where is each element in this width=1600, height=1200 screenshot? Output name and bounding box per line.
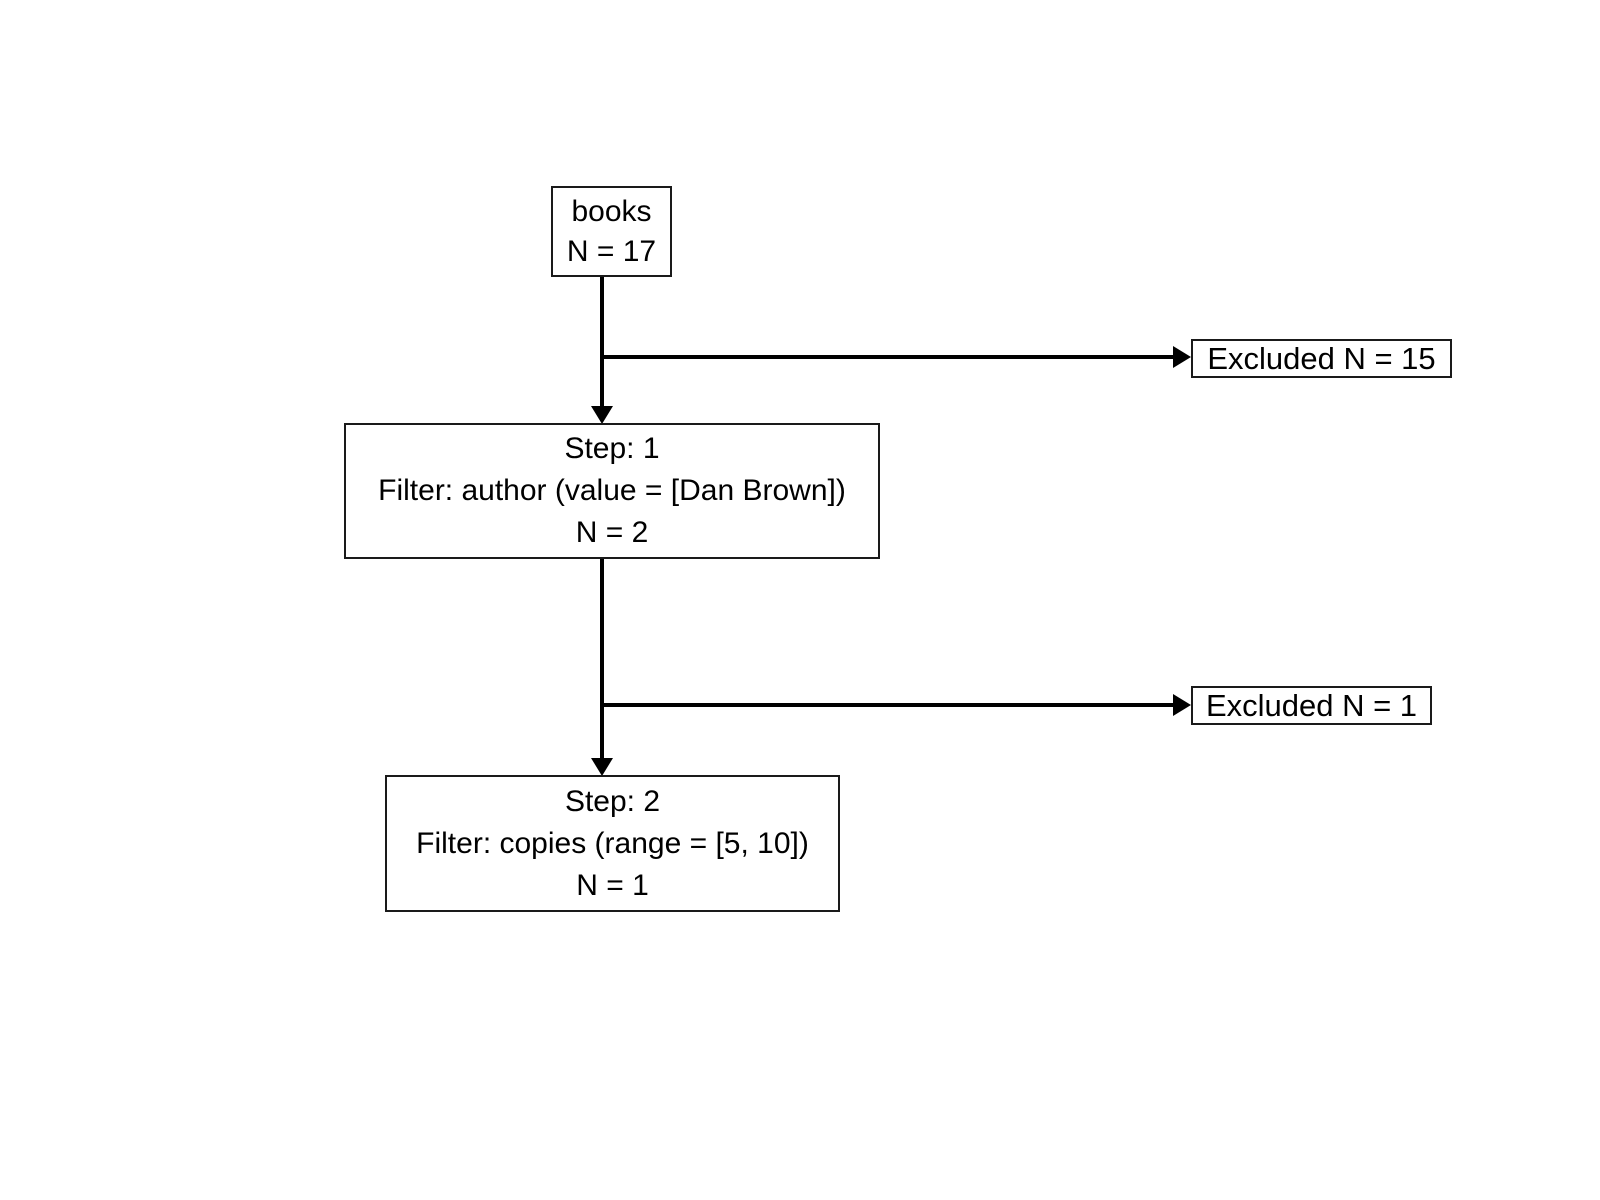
connector-to-excluded-2 xyxy=(602,703,1185,707)
node-excluded-1[interactable]: Excluded N = 15 xyxy=(1191,339,1452,378)
arrowhead-right-to-excluded-2 xyxy=(1173,694,1191,716)
excluded-2-label: Excluded N = 1 xyxy=(1205,688,1418,723)
node-step-1[interactable]: Step: 1 Filter: author (value = [Dan Bro… xyxy=(344,423,880,559)
step-1-filter: Filter: author (value = [Dan Brown]) xyxy=(378,474,846,507)
node-source-books[interactable]: books N = 17 xyxy=(551,186,672,277)
node-excluded-2[interactable]: Excluded N = 1 xyxy=(1191,686,1432,725)
source-label: books xyxy=(571,194,652,228)
connector-to-excluded-1 xyxy=(602,355,1185,359)
step-1-label: Step: 1 xyxy=(564,432,660,465)
step-2-label: Step: 2 xyxy=(564,784,661,818)
arrowhead-down-to-step-1 xyxy=(591,406,613,424)
arrowhead-down-to-step-2 xyxy=(591,758,613,776)
connector-source-to-step-1 xyxy=(600,277,604,411)
excluded-1-label: Excluded N = 15 xyxy=(1207,341,1436,376)
connector-step-1-to-step-2 xyxy=(600,559,604,763)
arrowhead-right-to-excluded-1 xyxy=(1173,346,1191,368)
step-2-count: N = 1 xyxy=(576,868,649,902)
source-count: N = 17 xyxy=(566,234,657,268)
step-2-filter: Filter: copies (range = [5, 10]) xyxy=(416,826,809,860)
node-step-2[interactable]: Step: 2 Filter: copies (range = [5, 10])… xyxy=(385,775,840,912)
step-1-count: N = 2 xyxy=(575,516,649,549)
